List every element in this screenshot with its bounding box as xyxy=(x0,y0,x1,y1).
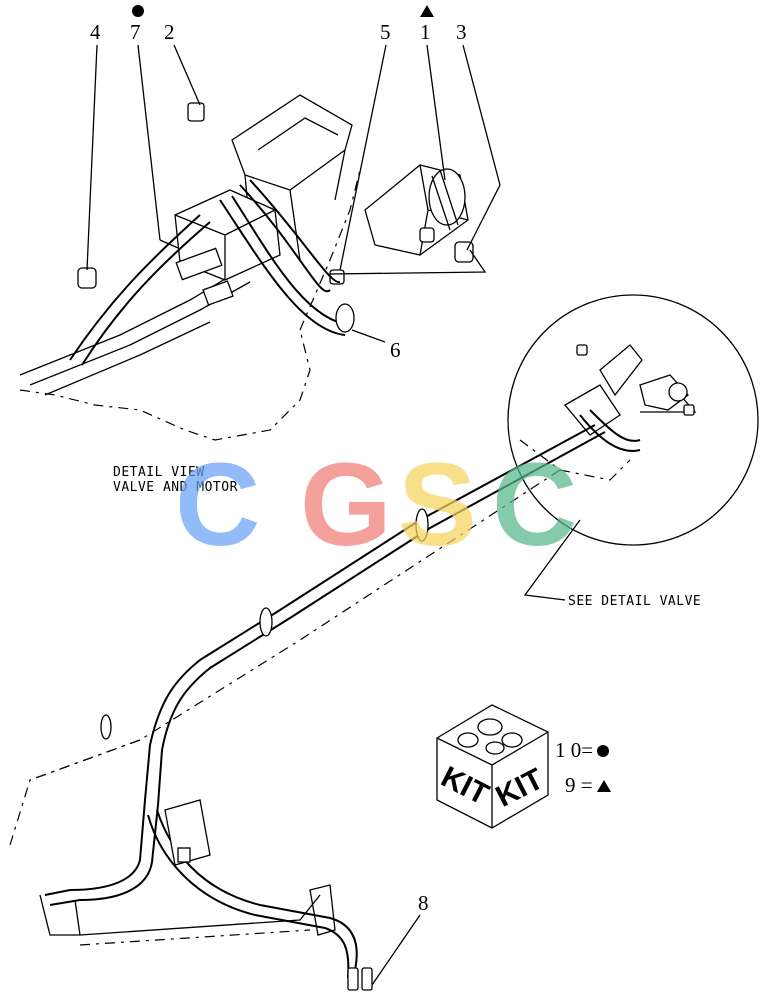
kit-circle-marker xyxy=(132,5,144,17)
callout-3: 3 xyxy=(456,20,467,44)
callout-2: 2 xyxy=(164,20,175,44)
watermark: C G S C xyxy=(175,439,577,571)
kit-box: KIT KIT xyxy=(436,704,549,829)
callout-6: 6 xyxy=(390,338,401,362)
detail-view-label-line1: DETAIL VIEW xyxy=(113,465,205,480)
fitting-2 xyxy=(187,102,205,122)
callout-5: 5 xyxy=(380,20,391,44)
callout-1: 1 xyxy=(420,20,431,44)
fitting-4 xyxy=(77,267,97,289)
kit-legend-circle: 1 0= xyxy=(555,738,593,762)
fitting-3 xyxy=(454,241,474,263)
watermark-letter-2: G xyxy=(300,439,392,571)
kit-legend-circle-icon xyxy=(597,745,609,757)
watermark-letter-3: S xyxy=(398,439,477,571)
watermark-letter-4: C xyxy=(492,439,577,571)
callout-4: 4 xyxy=(90,20,101,44)
hose-clamp-6 xyxy=(335,303,355,333)
detail-circle xyxy=(507,294,759,546)
kit-legend-triangle: 9 = xyxy=(565,773,593,797)
kit-triangle-marker xyxy=(420,5,434,17)
watermark-letter-1: C xyxy=(175,439,260,571)
callout-7: 7 xyxy=(130,20,141,44)
callout-8: 8 xyxy=(418,891,429,915)
hose-run xyxy=(9,424,606,991)
kit-legend-triangle-icon xyxy=(597,780,611,792)
detail-view-label-line2: VALVE AND MOTOR xyxy=(113,480,238,495)
valve-motor-assembly xyxy=(19,94,474,441)
leader-lines xyxy=(86,44,697,986)
see-detail-label: SEE DETAIL VALVE xyxy=(568,594,701,609)
